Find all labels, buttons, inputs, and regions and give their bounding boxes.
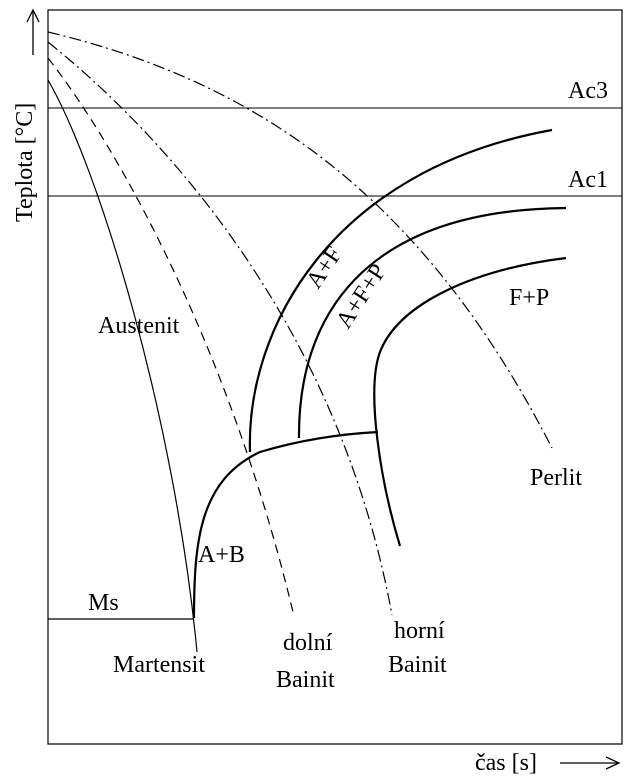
ac1-label: Ac1 [568, 167, 608, 193]
a-b-label: A+B [198, 542, 245, 568]
cooling-curve-horni-bainit [47, 41, 393, 616]
y-axis-label: Teplota [°C] [12, 103, 38, 222]
ms-label: Ms [88, 590, 119, 616]
bainite-start-curve [192, 430, 379, 619]
austenit-label: Austenit [98, 313, 180, 339]
dolni-label: dolní [283, 630, 333, 656]
dolni-bainit-label: Bainit [276, 667, 335, 693]
cooling-curve-dolni-bainit [47, 57, 294, 613]
martensit-label: Martensit [113, 652, 205, 678]
y-axis-arrow-icon [26, 8, 40, 23]
horni-bainit-label: Bainit [388, 652, 447, 678]
f-p-label: F+P [509, 285, 549, 311]
plot-frame [47, 9, 623, 745]
perlit-label: Perlit [530, 465, 582, 491]
cooling-curve-martensit [47, 79, 198, 653]
x-axis-label: čas [s] [475, 750, 537, 776]
pearlite-start-curve [297, 206, 567, 439]
ac3-label: Ac3 [568, 78, 608, 104]
a-f-label: A+F [301, 242, 347, 293]
ferrite-start-curve [248, 128, 553, 453]
horni-label: horní [394, 618, 445, 644]
pearlite-finish-curve [373, 256, 567, 547]
cooling-curve-perlit [47, 31, 553, 449]
x-axis-arrow-icon [605, 756, 621, 770]
